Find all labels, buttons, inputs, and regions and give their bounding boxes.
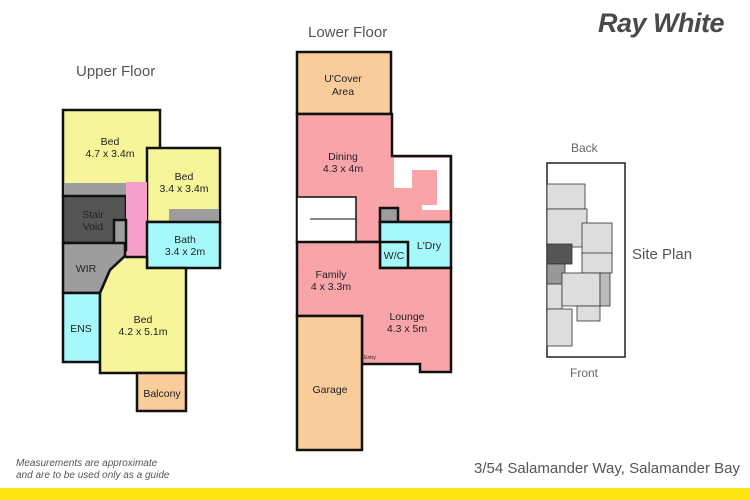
ucover-label-2: Area: [332, 86, 354, 98]
dining-void: [394, 158, 449, 210]
room-ens: [61, 291, 102, 364]
bed1-label: Bed: [101, 136, 120, 148]
hall: [126, 182, 147, 257]
brand-footer-bar: [0, 488, 750, 500]
ray-white-logo: Ray White: [598, 8, 725, 38]
balcony-label: Balcony: [143, 388, 181, 400]
room-garage: [295, 314, 364, 452]
property-address: 3/54 Salamander Way, Salamander Bay: [474, 460, 740, 477]
bed2-label: Bed: [175, 171, 194, 183]
site-plan-title: Site Plan: [632, 246, 693, 263]
stair-void-label: Stair: [82, 209, 104, 221]
disclaimer-line-1: Measurements are approximate: [16, 458, 158, 469]
laundry-label: L'Dry: [417, 240, 442, 252]
upper-floor-plan: [61, 108, 222, 413]
wir-label: WIR: [76, 263, 97, 275]
measurement-disclaimer: Measurements are approximate and are to …: [16, 458, 176, 482]
family-size: 4 x 3.3m: [311, 281, 352, 293]
bath-size: 3.4 x 2m: [165, 246, 206, 258]
site-plan-back-label: Back: [571, 141, 598, 155]
dining-size: 4.3 x 4m: [323, 163, 364, 175]
storage-strip: [64, 183, 126, 196]
bed2-size: 3.4 x 3.4m: [159, 183, 208, 195]
lower-floor-title: Lower Floor: [308, 24, 388, 41]
lower-floor-plan: [295, 50, 453, 452]
room-bed-1: [61, 108, 162, 198]
lounge-size: 4.3 x 5m: [387, 323, 428, 335]
disclaimer-line-2: and are to be used only as a guide: [16, 470, 170, 481]
stair-void-label-2: Void: [83, 221, 104, 233]
garage-label: Garage: [312, 384, 347, 396]
lounge-label: Lounge: [389, 311, 424, 323]
room-bath: [145, 220, 222, 270]
bed1-size: 4.7 x 3.4m: [85, 148, 134, 160]
site-plan-front-label: Front: [570, 366, 599, 380]
bed3-size: 4.2 x 5.1m: [118, 326, 167, 338]
upper-floor-title: Upper Floor: [76, 63, 156, 80]
room-balcony: [135, 371, 188, 413]
ucover-label: U'Cover: [324, 73, 362, 85]
bath-label: Bath: [174, 234, 196, 246]
dining-label: Dining: [328, 151, 358, 163]
bed3-label: Bed: [134, 314, 153, 326]
entry-label: Entry: [364, 355, 376, 361]
site-plan: [546, 162, 626, 358]
ens-label: ENS: [70, 323, 92, 335]
storage-strip: [169, 209, 219, 222]
room-bed-3: [98, 254, 188, 375]
family-label: Family: [316, 269, 348, 281]
cupboard: [378, 206, 400, 224]
wc-label: W/C: [384, 250, 405, 262]
